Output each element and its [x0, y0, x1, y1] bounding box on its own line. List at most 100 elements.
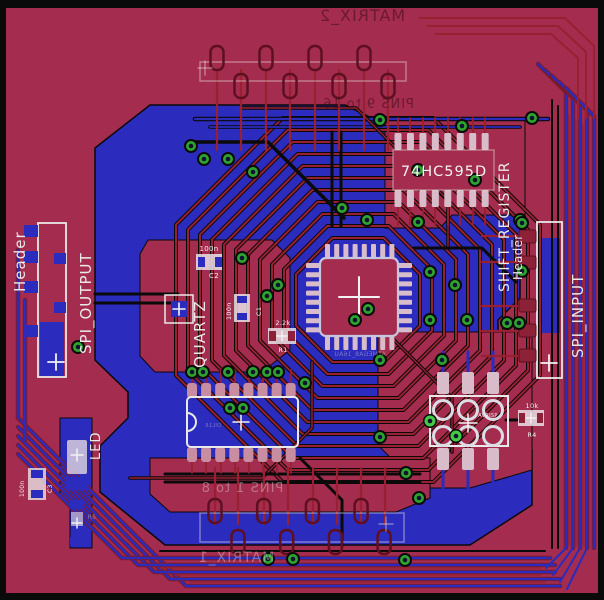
tqfp-pads[interactable] — [398, 263, 412, 268]
tqfp-pads[interactable] — [306, 263, 320, 268]
label-r1-name[interactable]: R1 — [278, 346, 287, 354]
tqfp-pads[interactable] — [380, 336, 386, 350]
isp-holes[interactable] — [482, 425, 504, 447]
matrix2-pads[interactable] — [258, 44, 274, 72]
tqfp-pads[interactable] — [389, 336, 395, 350]
tqfp-pads[interactable] — [352, 336, 358, 350]
soic-pads[interactable] — [394, 133, 402, 150]
tqfp-pads[interactable] — [398, 290, 412, 296]
label-matrix2[interactable]: MATRIX_2 — [319, 6, 405, 26]
headerR-pad[interactable] — [518, 348, 537, 363]
soic-pads[interactable] — [469, 133, 477, 150]
soic-pads[interactable] — [419, 133, 427, 150]
dil-pads[interactable] — [229, 383, 240, 398]
label-c2-value[interactable]: 100n — [200, 245, 219, 253]
matrix1-pads[interactable] — [376, 528, 392, 556]
matrix1-pads[interactable] — [278, 528, 295, 556]
tqfp-pads[interactable] — [352, 244, 358, 258]
soic-pads[interactable] — [456, 133, 464, 150]
label-spi-input[interactable]: SPI_INPUT — [569, 274, 588, 358]
dil-pads[interactable] — [187, 447, 197, 462]
tqfp-pads[interactable] — [306, 299, 320, 305]
soic-pads[interactable] — [481, 133, 489, 150]
label-r5-name[interactable]: R5 — [88, 514, 97, 521]
matrix2-pads[interactable] — [380, 72, 396, 100]
tqfp-pads[interactable] — [371, 244, 376, 258]
label-r4-value[interactable]: 10k — [526, 402, 539, 410]
dil-pads[interactable] — [243, 447, 254, 462]
headerR-pad[interactable] — [518, 298, 537, 313]
label-pins-9-16[interactable]: PINS 9 to 16 — [322, 97, 414, 112]
isp-pads[interactable] — [462, 448, 474, 470]
tqfp-pads[interactable] — [306, 309, 320, 314]
tqfp-pads[interactable] — [371, 336, 376, 350]
dil-pads[interactable] — [201, 383, 212, 398]
dil-pads[interactable] — [243, 383, 254, 398]
headerL-pads[interactable] — [24, 225, 38, 237]
soic-pads[interactable] — [406, 190, 414, 207]
dil-pads[interactable] — [187, 383, 197, 398]
isp-pads[interactable] — [487, 448, 499, 470]
dil-pads[interactable] — [229, 447, 240, 462]
label-c1-value[interactable]: 100n — [225, 302, 233, 320]
header-spi-output-outline[interactable] — [37, 222, 67, 378]
dil-pads[interactable] — [215, 383, 226, 398]
matrix2-pads[interactable] — [282, 72, 298, 100]
label-quartz[interactable]: QUARTZ — [191, 300, 209, 368]
tqfp-pads[interactable] — [380, 244, 386, 258]
tqfp-pads[interactable] — [306, 272, 320, 278]
label-atmega[interactable]: ATMEGA8_16AU — [334, 351, 386, 358]
matrix2-pads[interactable] — [356, 44, 372, 72]
label-r1-value[interactable]: 2.2k — [275, 319, 290, 327]
tqfp-pads[interactable] — [361, 244, 367, 258]
tqfp-pads[interactable] — [389, 244, 395, 258]
label-c1-name[interactable]: C1 — [255, 307, 263, 316]
label-matrix1[interactable]: MATRIX_1 — [198, 550, 274, 566]
dil-pads[interactable] — [215, 447, 226, 462]
headerL-pad[interactable] — [24, 325, 38, 337]
soic-pads[interactable] — [419, 190, 427, 207]
tqfp-pads[interactable] — [306, 327, 320, 333]
soic-pads[interactable] — [444, 190, 452, 207]
matrix1-pads[interactable] — [304, 497, 321, 525]
dil-pads[interactable] — [257, 383, 268, 398]
tqfp-pads[interactable] — [361, 336, 367, 350]
matrix2-pads[interactable] — [233, 72, 249, 100]
label-pins-1-8[interactable]: PINS 1 to 8 — [201, 481, 284, 496]
matrix2-pads[interactable] — [209, 44, 225, 72]
isp-holes[interactable] — [482, 399, 504, 421]
tqfp-pads[interactable] — [398, 272, 412, 278]
dil-pads[interactable] — [271, 447, 282, 462]
label-c3-name[interactable]: C3 — [47, 484, 54, 493]
label-shift-register[interactable]: SHIFT_REGISTER — [497, 162, 513, 292]
isp-pads[interactable] — [487, 372, 499, 394]
dil-pads[interactable] — [201, 447, 212, 462]
matrix1-pads[interactable] — [327, 528, 344, 556]
matrix1-pads[interactable] — [207, 497, 223, 525]
label-led[interactable]: LED — [89, 432, 104, 460]
soic-pads[interactable] — [469, 190, 477, 207]
matrix1-pads[interactable] — [353, 497, 369, 525]
matrix2-outline[interactable] — [199, 61, 407, 82]
dil-pads[interactable] — [285, 383, 296, 398]
matrix1-pads[interactable] — [255, 497, 272, 525]
tqfp-pads[interactable] — [398, 318, 412, 324]
matrix2-pads[interactable] — [307, 44, 323, 72]
tqfp-pads[interactable] — [398, 281, 412, 287]
isp-pads[interactable] — [462, 372, 474, 394]
soic-pads[interactable] — [481, 190, 489, 207]
tqfp-pads[interactable] — [306, 290, 320, 296]
tqfp-pads[interactable] — [398, 309, 412, 314]
label-ic-74hc595d[interactable]: 74HC595D — [401, 164, 487, 180]
matrix1-outline[interactable] — [199, 512, 405, 543]
tqfp-pads[interactable] — [343, 244, 349, 258]
dil-pads[interactable] — [271, 383, 282, 398]
tqfp-pads[interactable] — [343, 336, 349, 350]
matrix2-pads[interactable] — [331, 72, 347, 100]
isp-holes[interactable] — [432, 399, 454, 421]
tqfp-pads[interactable] — [325, 244, 330, 258]
soic-pads[interactable] — [444, 133, 452, 150]
label-header-right[interactable]: Header — [511, 235, 525, 281]
soic-pads[interactable] — [394, 190, 402, 207]
tqfp-pads[interactable] — [334, 336, 340, 350]
